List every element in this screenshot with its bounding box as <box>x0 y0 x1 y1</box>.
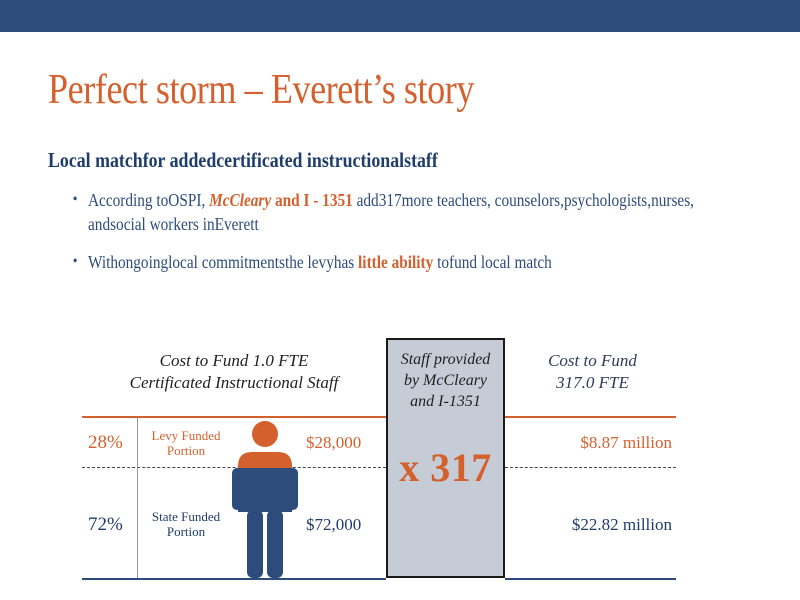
levy-percent: 28% <box>88 432 123 453</box>
table-divider <box>505 467 676 468</box>
person-leg-left <box>247 510 263 578</box>
table-divider <box>82 467 386 468</box>
levy-amount: $28,000 <box>306 433 362 452</box>
state-portion-label: State Funded Portion <box>140 509 232 539</box>
staff-provided-box <box>386 338 505 578</box>
person-shoulders <box>238 452 292 468</box>
table-top-rule <box>505 416 676 418</box>
person-torso <box>238 468 292 512</box>
person-arm-right <box>288 468 298 510</box>
cost-one-fte-heading: Cost to Fund 1.0 FTE Certificated Instru… <box>108 350 360 394</box>
table-bottom-rule <box>505 578 676 580</box>
portion-label-line: Portion <box>166 524 206 539</box>
cost-one-fte-line: Certificated Instructional Staff <box>129 373 339 392</box>
staff-provided-line: and I-1351 <box>410 393 481 410</box>
cost-total-line: 317.0 FTE <box>556 373 629 392</box>
table-bottom-rule <box>82 578 386 580</box>
cost-one-fte-line: Cost to Fund 1.0 FTE <box>159 351 309 370</box>
bullet-highlight: and I - 1351 <box>274 190 353 210</box>
bullet-highlight: little <box>358 252 388 272</box>
person-arm-left <box>232 468 242 510</box>
state-amount: $72,000 <box>306 515 362 534</box>
state-percent: 72% <box>88 514 123 535</box>
portion-label-line: State Funded <box>151 509 221 524</box>
levy-total: $8.87 million <box>580 433 672 452</box>
slide-title: Perfect storm – Everett’s story <box>48 67 475 113</box>
top-bar <box>0 0 800 32</box>
staff-provided-heading: Staff provided by McCleary and I-1351 <box>386 349 505 412</box>
bullet-highlight: ability <box>391 252 434 272</box>
portion-label-line: Portion <box>166 443 206 458</box>
bullet-point: Withongoinglocal commitmentsthe levyhas … <box>73 250 700 274</box>
person-leg-right <box>267 510 283 578</box>
bullet-text: Withongoinglocal commitmentsthe levyhas <box>88 252 359 272</box>
staff-provided-line: Staff provided <box>400 351 491 368</box>
portion-label-line: Levy Funded <box>151 428 221 443</box>
person-icon <box>232 421 298 578</box>
bullet-text: tofund local match <box>433 252 552 272</box>
staff-provided-line: by McCleary <box>403 372 488 389</box>
cost-total-heading: Cost to Fund 317.0 FTE <box>510 350 675 394</box>
cost-total-line: Cost to Fund <box>548 351 637 370</box>
table-top-rule <box>82 416 386 418</box>
state-total: $22.82 million <box>571 515 672 534</box>
table-column-divider <box>137 418 138 578</box>
bullet-text: According toOSPI, <box>88 190 210 210</box>
slide-subtitle: Local matchfor addedcertificated instruc… <box>48 148 438 172</box>
bullet-text: add317more teachers, counselors,psycholo… <box>88 190 694 234</box>
levy-portion-label: Levy Funded Portion <box>140 428 232 458</box>
bullet-point: According toOSPI, McCleary and I - 1351 … <box>73 188 700 236</box>
bullet-highlight: McCleary <box>209 190 272 210</box>
person-head <box>252 421 278 447</box>
multiplier: x 317 <box>399 445 492 490</box>
